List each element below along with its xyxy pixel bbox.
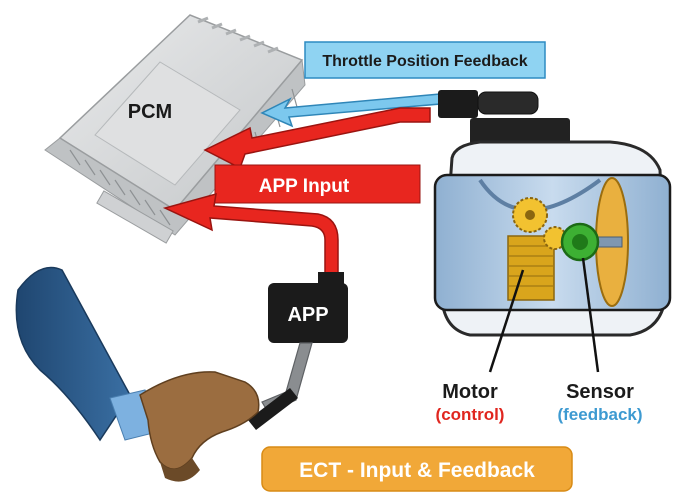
pants: [15, 266, 131, 442]
app-input-callout: APP Input: [214, 164, 421, 204]
app-input-arrow: [162, 192, 339, 281]
throttle-feedback-label: Throttle Position Feedback: [322, 53, 527, 70]
app-label: APP: [287, 304, 328, 326]
throttle-body: [433, 90, 672, 337]
pcm-connector: [96, 190, 174, 244]
sensor-sub-label: (feedback): [557, 405, 642, 424]
throttle-feedback-callout: Throttle Position Feedback: [304, 41, 546, 79]
sensor-leader: [581, 257, 600, 373]
banner-title: ECT - Input & Feedback: [299, 459, 535, 482]
driver-leg: [15, 266, 260, 482]
pcm-top-fins: [197, 16, 279, 54]
motor-leader: [488, 269, 525, 373]
pcm-signal-arrow: [203, 107, 431, 170]
sensor-label: Sensor: [566, 381, 634, 403]
motor-label: Motor: [442, 381, 498, 403]
title-banner: ECT - Input & Feedback: [261, 446, 573, 492]
pedal-assembly: [248, 342, 313, 430]
app-input-label: APP Input: [259, 176, 350, 197]
motor-sub-label: (control): [436, 405, 505, 424]
pcm-label: PCM: [128, 101, 172, 123]
pcm-module: PCM: [44, 14, 306, 244]
app-sensor: APP: [268, 272, 348, 343]
shoe: [139, 371, 260, 470]
feedback-arrow: [260, 93, 441, 128]
pedal-pad: [248, 388, 298, 430]
pcm-label-plate: [94, 61, 241, 186]
tps-sensor: [438, 90, 478, 118]
